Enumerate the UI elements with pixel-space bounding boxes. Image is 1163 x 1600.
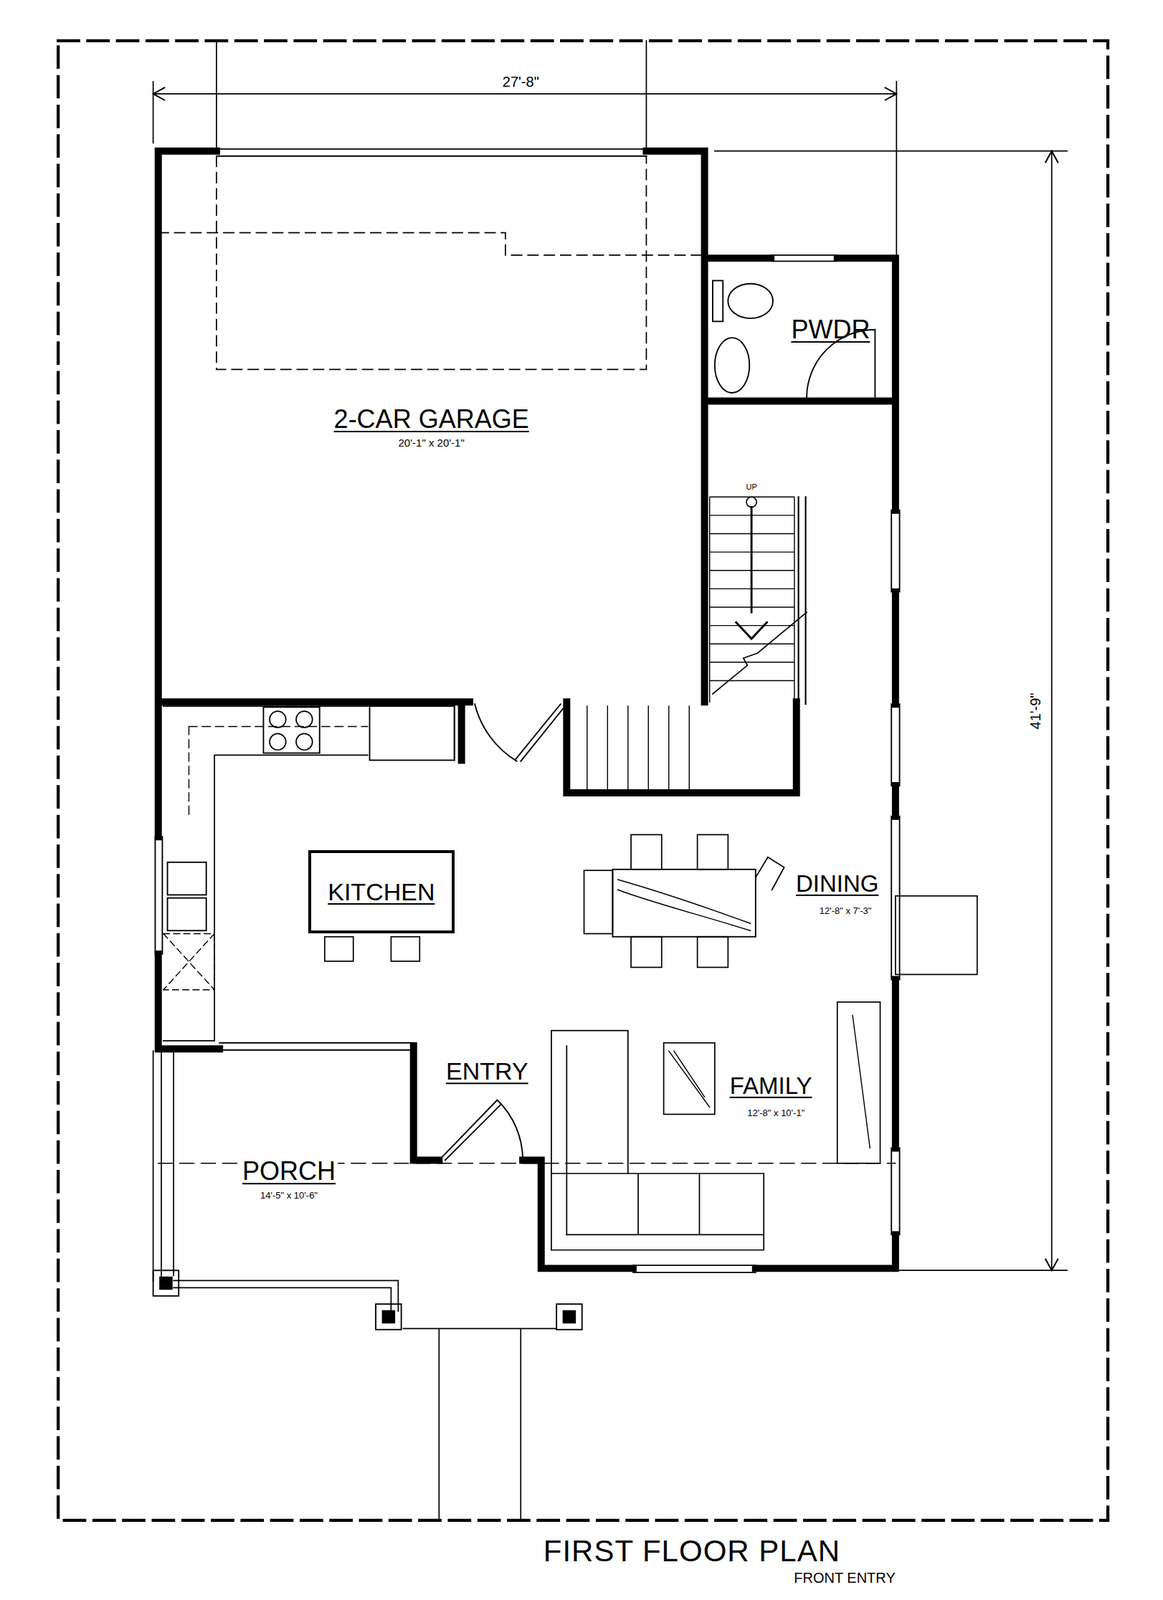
stool [390, 937, 420, 962]
coffee-table [663, 1043, 715, 1115]
post-core [382, 1310, 396, 1325]
chair [755, 857, 785, 891]
garage-room: 2-CAR GARAGE 20'-1" x 20'-1" [158, 151, 705, 703]
wall [158, 151, 896, 1270]
burner [269, 733, 287, 750]
car-outline [158, 156, 705, 370]
room-name: DINING [793, 871, 882, 897]
dimension-arrow [153, 87, 1059, 1271]
porch-post [556, 1304, 583, 1331]
chair [630, 937, 662, 968]
toilet [714, 337, 750, 393]
room-name: 2-CAR GARAGE [334, 404, 530, 434]
chair [697, 937, 729, 968]
porch-rail [153, 1051, 399, 1312]
sink-bowl [167, 862, 207, 896]
table-decor [668, 1051, 710, 1108]
room-size: 12'-8" x 7'-3" [817, 906, 875, 917]
stool [324, 937, 354, 962]
stair-start [746, 496, 757, 507]
stair-rail [798, 496, 806, 705]
chair [697, 834, 729, 870]
sofa [551, 1173, 764, 1251]
powder-room: PWDR [704, 258, 896, 401]
sink-counter [712, 280, 723, 322]
armchair [837, 1002, 881, 1164]
stair-treads [587, 496, 795, 791]
porch-steps [403, 1328, 558, 1521]
room-name: ENTRY [443, 1058, 531, 1085]
stair-break [712, 612, 807, 695]
chair [584, 870, 614, 934]
room-size: 12'-8" x 10'-1" [744, 1108, 807, 1119]
sink [727, 283, 773, 319]
burner [296, 711, 313, 728]
burner [269, 711, 287, 728]
subtitle: FRONT ENTRY [791, 1570, 898, 1587]
sink-bowl [167, 898, 207, 932]
refrigerator [369, 706, 455, 761]
plan-title: FIRST FLOOR PLAN [541, 1535, 843, 1569]
range [263, 706, 320, 753]
sofa [551, 1031, 629, 1251]
porch-post [375, 1304, 402, 1331]
room-name: FAMILY [727, 1072, 815, 1099]
room-name: PORCH [240, 1157, 338, 1186]
door-swing [438, 1100, 523, 1161]
table-runner [618, 879, 751, 931]
kitchen-island: KITCHEN [308, 850, 455, 935]
dishwasher [163, 933, 215, 990]
porch-post [153, 1270, 180, 1297]
room-name: PWDR [790, 314, 870, 345]
burner [296, 733, 313, 750]
counter [163, 706, 455, 1042]
room-size: 14'-5" x 10'-6" [258, 1190, 320, 1202]
post-core [562, 1310, 577, 1325]
dimension: 41'-9" [1027, 691, 1044, 733]
bay [895, 896, 978, 976]
room-name: KITCHEN [327, 878, 435, 907]
window [154, 149, 900, 1273]
stair-note: UP [743, 482, 759, 492]
armchair [852, 1015, 870, 1148]
room-size: 20'-1" x 20'-1" [398, 436, 465, 449]
dining-table [612, 869, 756, 938]
dimension: 27'-8" [500, 73, 542, 90]
upper-cabinet [188, 727, 368, 817]
dimension-line [153, 40, 1068, 1271]
door-swing [474, 704, 567, 762]
property-line [58, 40, 1108, 1521]
chair [630, 834, 662, 870]
stair-arrow [736, 506, 768, 639]
post-core [159, 1277, 173, 1291]
